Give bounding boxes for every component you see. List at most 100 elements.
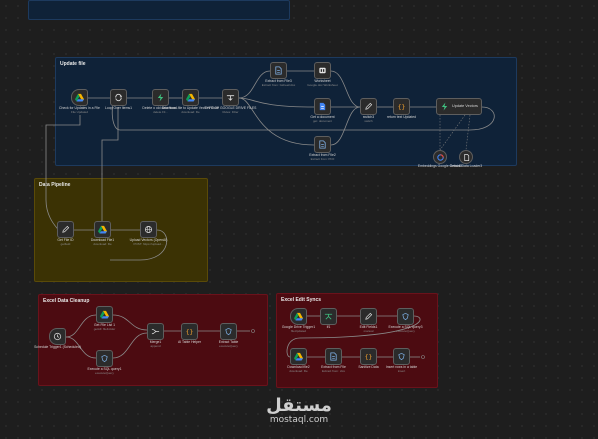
node-label: Execute a SQL query3 [388, 325, 423, 329]
svg-text:{}: {} [186, 329, 194, 336]
wire [101, 107, 119, 222]
group-top-partial[interactable] [28, 0, 290, 20]
node-sub: delete Fil... [153, 109, 168, 114]
node-label: AI Table Helper [177, 340, 202, 344]
node-label: Get File ID [57, 238, 74, 242]
wire [286, 315, 421, 358]
node-embeddings-gemini[interactable]: Embeddings Google Gemini3 [418, 150, 462, 168]
node-return-json[interactable]: {} return text Updated [387, 98, 416, 119]
wire [439, 114, 466, 151]
node-label: Extract from File2 [309, 153, 336, 157]
google-drive-icon [294, 312, 303, 321]
group-title-update: Update file [60, 61, 86, 67]
wire [330, 106, 361, 146]
node-if[interactable]: If1 [320, 308, 337, 329]
clock-icon [53, 332, 62, 341]
gemini-icon [436, 153, 444, 161]
svg-text:{}: {} [398, 104, 406, 111]
google-drive-icon [100, 310, 109, 319]
node-label: Download file2 [287, 365, 310, 369]
node-sub: executeQuery [396, 328, 415, 333]
node-delete-old-data[interactable]: Delete o old data from...delete Fil... [142, 89, 179, 114]
group-title-cleanup: Excel Data Cleanup [43, 298, 90, 304]
node-label: Sanitize Data [358, 365, 379, 369]
group-excel-cleanup[interactable]: Excel Data Cleanup [38, 294, 268, 386]
node-sub: POST: https://upload... [133, 241, 164, 246]
node-label: Extract Table [218, 340, 239, 344]
database-icon [398, 352, 405, 361]
file-icon [319, 67, 326, 74]
node-label: return text Updated [386, 115, 417, 119]
node-label: Delete o old data from... [142, 106, 179, 110]
node-schedule-trigger[interactable]: Schedule Trigger1 (Scheduled) [34, 328, 81, 349]
loop-icon [115, 93, 123, 102]
wire [45, 115, 81, 231]
node-label: Download file to Update Vectors Store [161, 106, 220, 110]
switch-icon [226, 95, 235, 101]
node-label: If1 [326, 325, 331, 329]
node-sub: download: file [289, 368, 308, 373]
node-loop-over-items[interactable]: Loop Over Items1 [105, 89, 132, 110]
node-sub: Rules: Filter [222, 109, 239, 114]
filter-icon [324, 313, 333, 320]
node-sub: insert [397, 368, 406, 373]
node-update-vectors[interactable]: Update Vectors [436, 98, 482, 115]
node-sub: fileUpdated [290, 328, 307, 333]
node-label: Get a document [310, 115, 335, 119]
node-sub: manual [363, 328, 374, 333]
google-drive-icon [294, 352, 303, 361]
node-sub: executeQuery [219, 343, 238, 348]
file-icon [319, 102, 326, 111]
node-sub: download: file [181, 109, 200, 114]
node-label: Google Drive Trigger1 [281, 325, 316, 329]
node-label: Check for Updates in a File [59, 106, 100, 110]
code-braces-icon: {} [365, 354, 373, 361]
node-sub: executeQuery [95, 370, 114, 375]
pencil-icon [365, 102, 373, 110]
file-icon [463, 153, 469, 161]
node-label: Download File1 [90, 238, 115, 242]
node-sanitize-data[interactable]: {} Sanitize Data [358, 348, 379, 369]
database-icon [225, 327, 232, 336]
pencil-icon [365, 312, 373, 320]
node-label: Extract from File3 [265, 79, 292, 83]
node-label: Merge1 [149, 340, 162, 344]
wire [112, 332, 148, 359]
node-upload-vectors[interactable]: Upload Vectors (OpenAI)POST: https://upl… [130, 221, 167, 246]
node-label: Default Data Loader3 [449, 164, 483, 168]
node-default-data-loader[interactable]: Default Data Loader3 [450, 150, 482, 168]
svg-text:{}: {} [365, 354, 373, 361]
node-label: Extract from File [321, 365, 346, 369]
node-label: Upload Vectors (OpenAI) [129, 238, 168, 242]
node-sub: File Updated [70, 109, 88, 114]
wire [238, 97, 315, 108]
node-label: TYPE OF GOOGLE DRIVE FILES [204, 106, 257, 110]
wire [238, 70, 271, 99]
node-ai-table-helper[interactable]: {} AI Table Helper [178, 323, 201, 344]
node-sub: append [150, 343, 161, 348]
wire [110, 229, 168, 261]
node-label: Edit Fields1 [359, 325, 378, 329]
wire [65, 314, 97, 338]
